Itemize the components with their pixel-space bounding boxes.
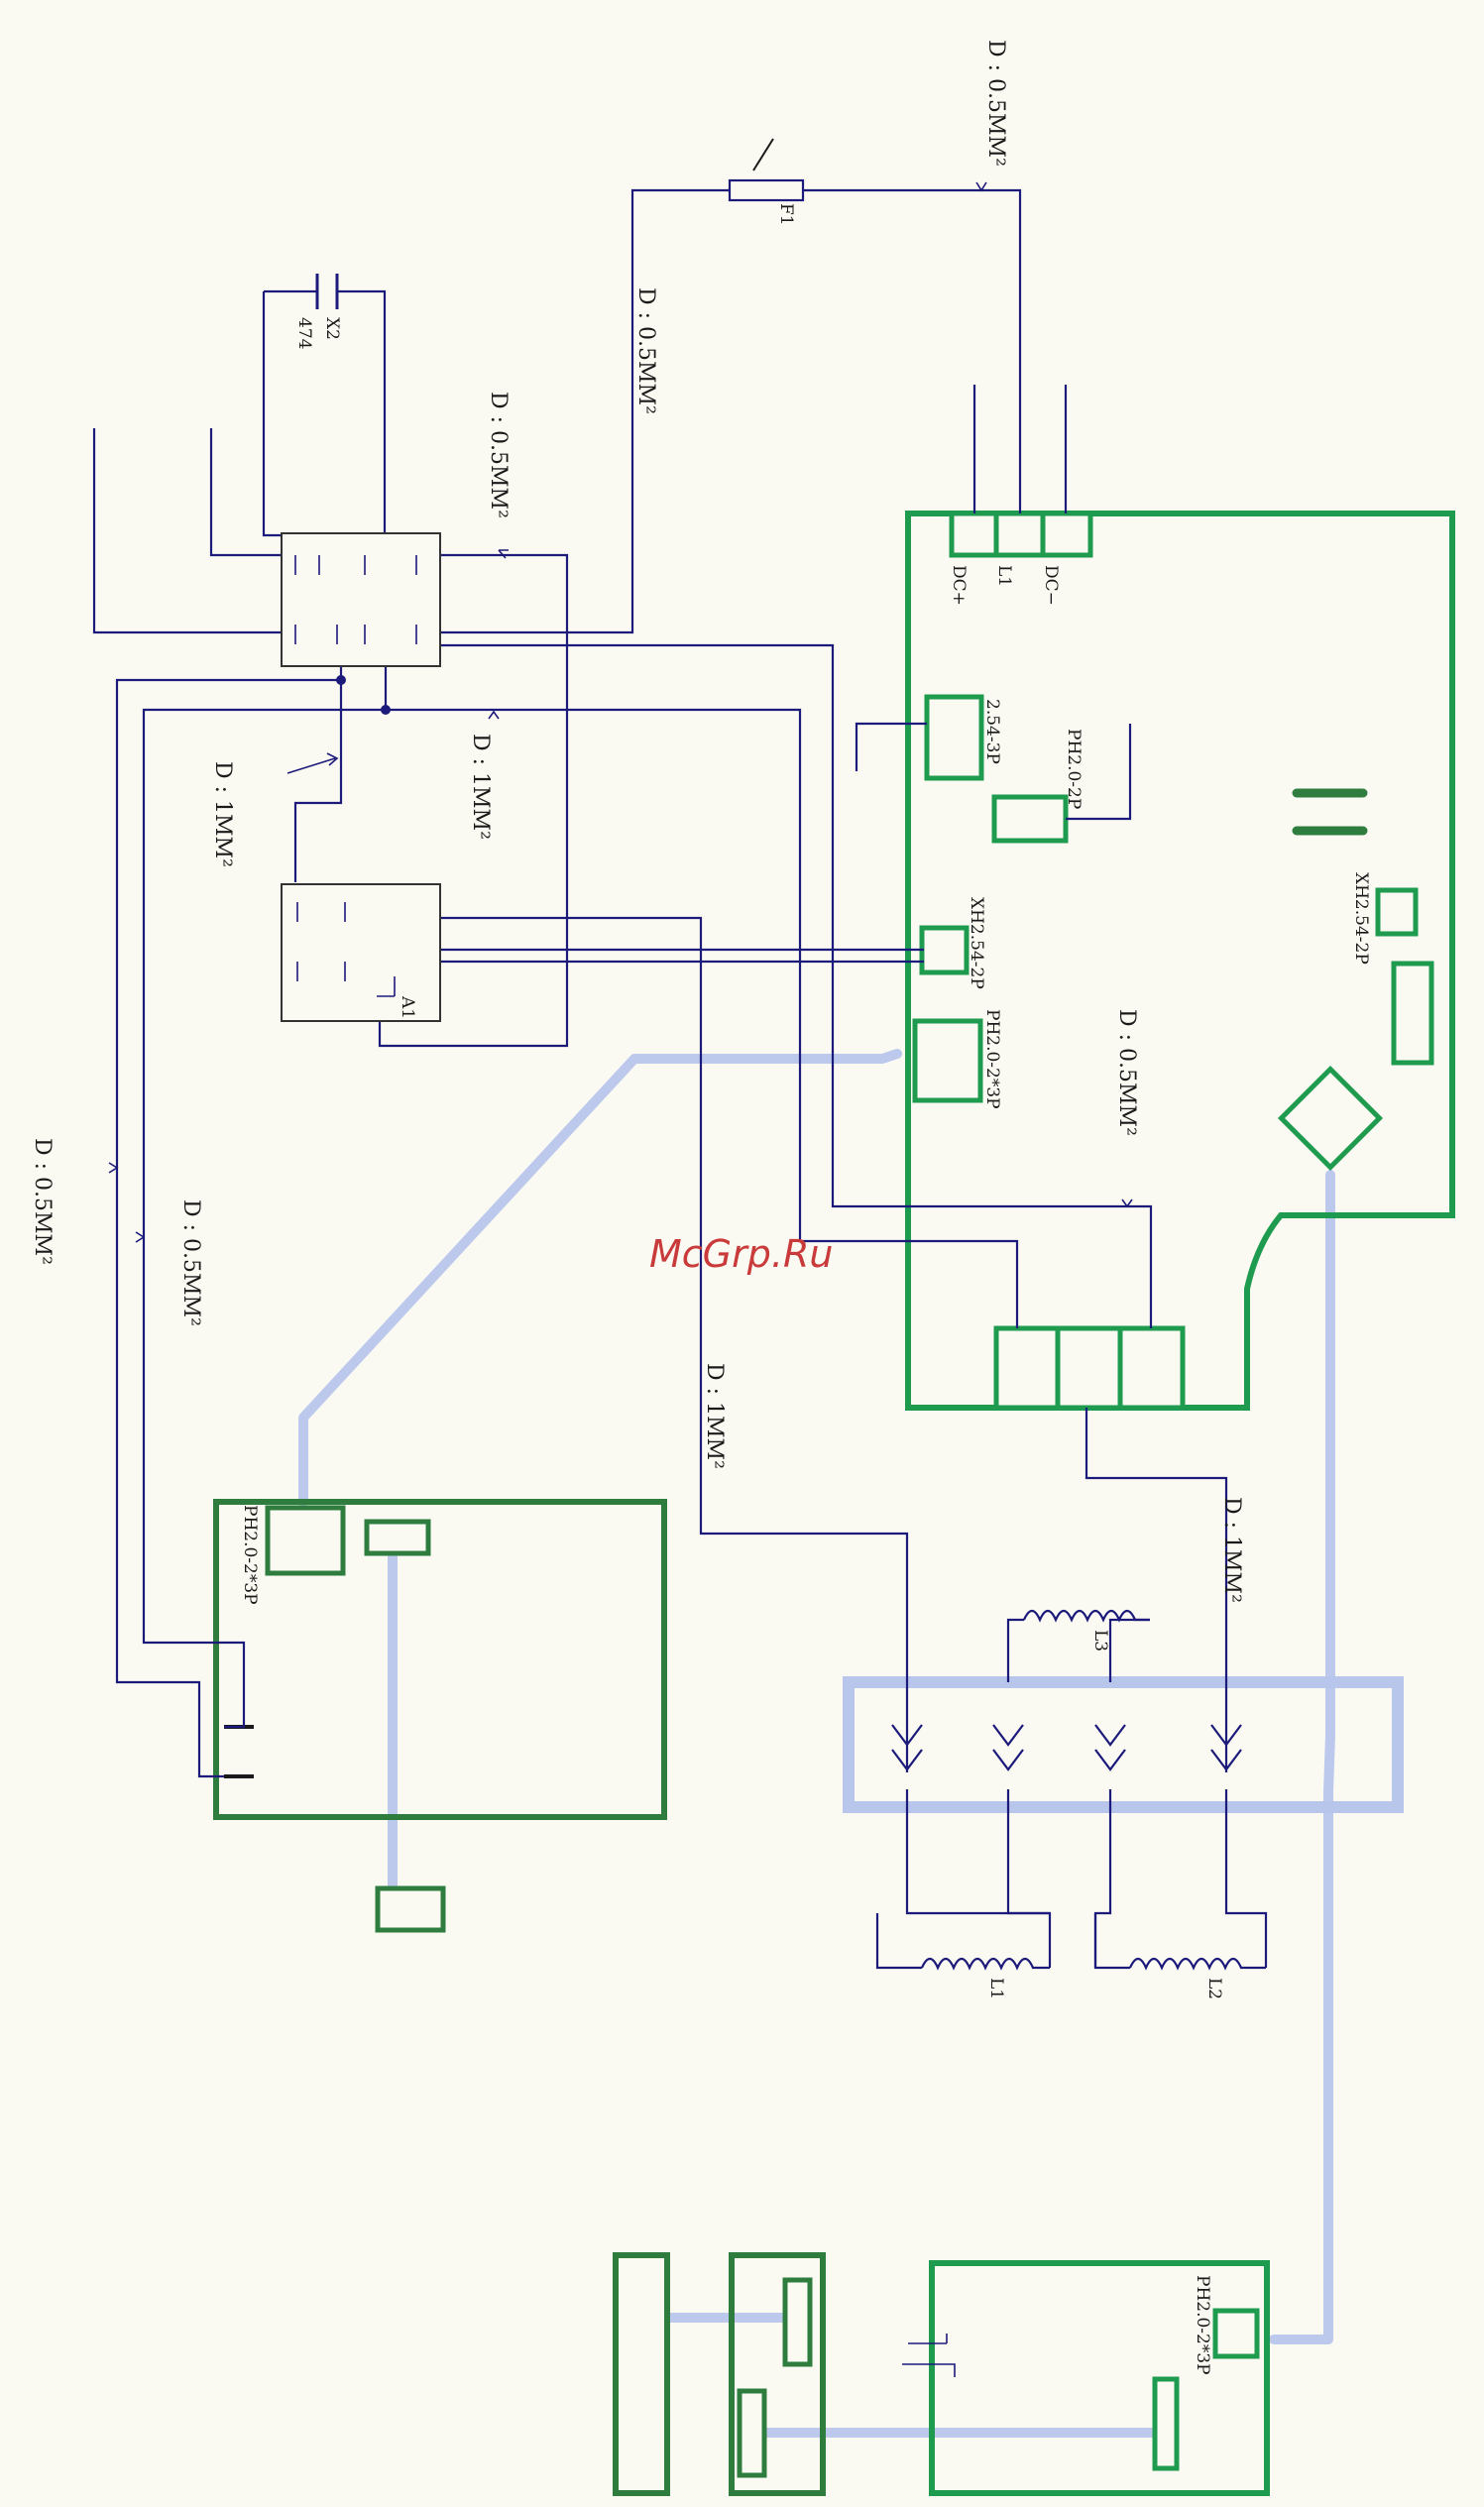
capacitor-label: X2: [322, 317, 342, 340]
bottom-mid-board: [732, 2255, 823, 2493]
bottom-left-module: [616, 2255, 667, 2493]
conn-254-3p-label: 2.54-3P: [982, 699, 1002, 764]
fuse-label: F1: [776, 203, 796, 226]
wire-label-left-inner: D : 0.5MM²: [178, 1199, 203, 1326]
wiring: [94, 190, 1266, 1968]
terminal-l1-label: L1: [994, 565, 1014, 587]
inductor-l1-label: L1: [986, 1978, 1006, 1999]
fuse-f1: F1: [730, 139, 803, 226]
inductor-l2-label: L2: [1204, 1978, 1224, 1999]
connector-block: [892, 1725, 1241, 1769]
relay-top: [282, 533, 440, 666]
wire-label-x2: D : 0.5MM²: [486, 392, 511, 518]
ribbon-cable-main-to-left-board: [303, 1054, 897, 1502]
watermark: McGrp.Ru: [649, 1232, 833, 1276]
conn-ph20-2x3p-main-label: PH2.0-2*3P: [982, 1009, 1002, 1109]
conn-ph20-2x3p-left-label: PH2.0-2*3P: [240, 1505, 260, 1605]
inductor-l2: L2: [1130, 1959, 1266, 1999]
relay-a1: A1: [282, 884, 440, 1021]
conn-ph20-2x3p-bottom-label: PH2.0-2*3P: [1193, 2275, 1212, 2375]
junction-dot: [336, 675, 346, 685]
wire-label-main-vertical: D : 1MM²: [702, 1363, 727, 1469]
conn-ph20-2p-label: PH2.0-2P: [1064, 729, 1084, 809]
inductor-l3: L3: [1024, 1611, 1150, 1652]
ribbon-cable-main-to-bottom-board: [1274, 1175, 1330, 2339]
wire-label-board-right: D : 0.5MM²: [1114, 1009, 1139, 1136]
junction-dot: [381, 705, 391, 715]
conn-xh254-2p-a-label: XH2.54-2P: [967, 897, 986, 989]
wire-label-bottom-1mm: D : 1MM²: [1219, 1497, 1244, 1603]
terminal-dc-minus-label: DC−: [1041, 565, 1061, 606]
left-board: [216, 1502, 664, 1930]
wire-label-1mm-a: D : 1MM²: [210, 761, 235, 867]
capacitor-value: 474: [294, 317, 314, 349]
connector-block-cable-frame: [849, 1682, 1398, 1807]
terminal-dc-plus-label: DC+: [949, 565, 969, 606]
relay-label: A1: [398, 995, 417, 1019]
inductor-l3-label: L3: [1090, 1630, 1110, 1652]
inductor-l1: L1: [922, 1959, 1050, 1999]
wire-label-1mm-b: D : 1MM²: [468, 734, 493, 840]
wire-label-fuse-top: D : 0.5MM²: [983, 40, 1008, 167]
conn-xh254-2p-b-label: XH2.54-2P: [1351, 872, 1371, 965]
wire-label-left-outer: D : 0.5MM²: [30, 1138, 55, 1265]
wire-label-fuse-left: D : 0.5MM²: [633, 287, 658, 414]
capacitor-x2: X2 474: [294, 274, 342, 349]
